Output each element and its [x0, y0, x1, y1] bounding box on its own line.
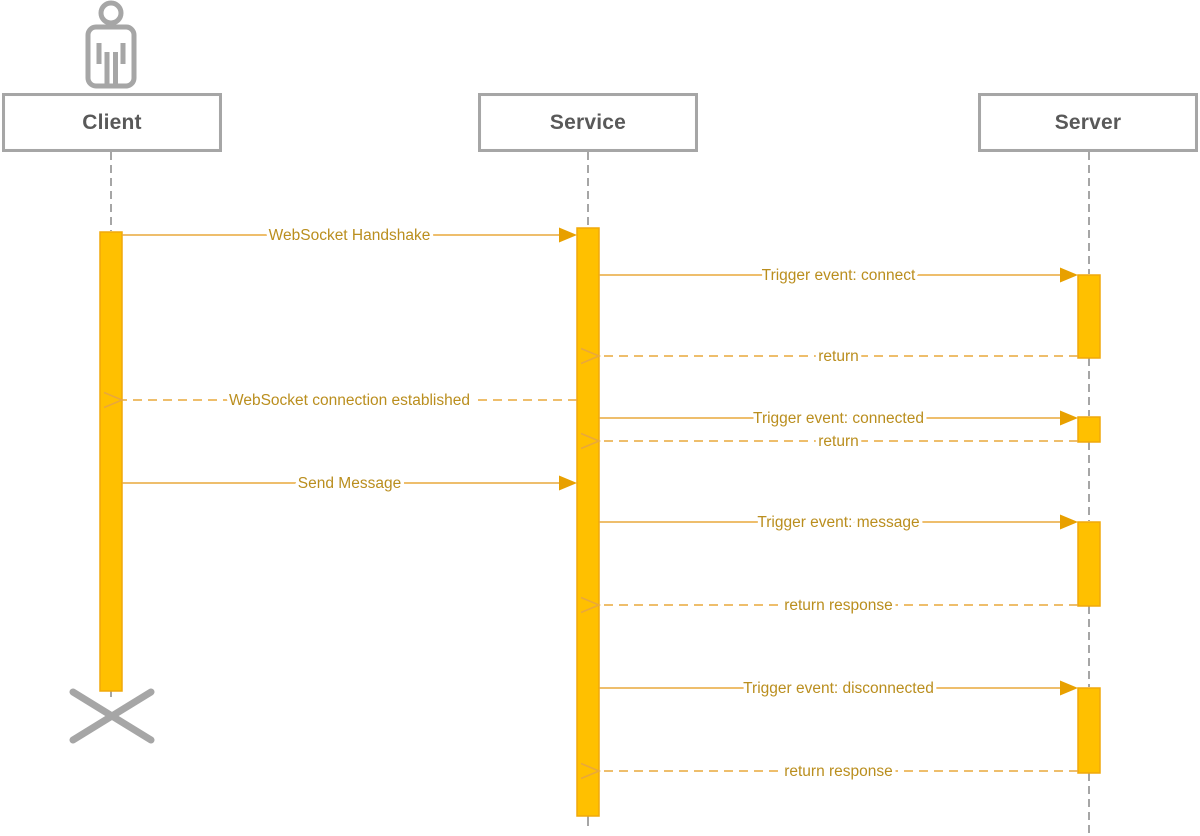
message-service-to-server: Trigger event: disconnected	[599, 677, 1078, 701]
message-service-to-server: Trigger event: message	[599, 511, 1078, 535]
activations-layer	[99, 227, 1101, 817]
participant-label: Client	[82, 110, 142, 134]
activation-bar-server	[1077, 416, 1101, 443]
actor-icon	[85, 0, 137, 89]
activation-bar-server	[1077, 274, 1101, 359]
open-arrowhead-icon	[580, 432, 602, 450]
message-label: Trigger event: disconnected	[743, 680, 934, 697]
filled-arrowhead-icon	[1060, 514, 1078, 530]
message-client-to-service: Send Message	[122, 472, 577, 496]
message-client-to-service: WebSocket Handshake	[122, 224, 577, 248]
message-service-to-server: Trigger event: connect	[599, 264, 1078, 288]
activation-bar-server	[1077, 521, 1101, 607]
message-label: return response	[784, 763, 893, 780]
message-server-to-service: return response	[580, 594, 1078, 618]
message-label: WebSocket connection established	[229, 392, 470, 409]
participant-box-client: Client	[2, 93, 222, 152]
lifelines-layer	[110, 152, 1090, 836]
participant-label: Server	[1054, 110, 1122, 134]
participant-box-service: Service	[478, 93, 698, 152]
message-server-to-service: return response	[580, 760, 1078, 784]
activation-bar-server	[1077, 687, 1101, 774]
filled-arrowhead-icon	[559, 475, 577, 491]
actor-head	[98, 0, 124, 26]
message-server-to-service: return	[580, 430, 1078, 454]
filled-arrowhead-icon	[1060, 410, 1078, 426]
open-arrowhead-icon	[580, 762, 602, 780]
filled-arrowhead-icon	[1060, 267, 1078, 283]
actor-body	[85, 24, 137, 89]
message-service-to-server: Trigger event: connected	[599, 407, 1078, 431]
destruction-stroke	[69, 688, 155, 744]
message-server-to-service: return	[580, 345, 1078, 369]
open-arrowhead-icon	[580, 596, 602, 614]
message-label: Send Message	[298, 475, 401, 492]
message-label: Trigger event: connect	[762, 267, 916, 284]
message-label: return	[818, 433, 859, 450]
message-label: return	[818, 348, 859, 365]
open-arrowhead-icon	[103, 391, 125, 409]
activation-bar-client	[99, 231, 123, 692]
message-label: Trigger event: message	[757, 514, 919, 531]
filled-arrowhead-icon	[1060, 680, 1078, 696]
participant-box-server: Server	[978, 93, 1198, 152]
message-label: return response	[784, 597, 893, 614]
message-label: WebSocket Handshake	[269, 227, 431, 244]
activation-bar-service	[576, 227, 600, 817]
filled-arrowhead-icon	[559, 227, 577, 243]
message-service-to-client: WebSocket connection established	[103, 389, 577, 413]
destruction-x-icon	[69, 688, 155, 744]
participant-label: Service	[549, 110, 627, 134]
message-label: Trigger event: connected	[753, 410, 924, 427]
open-arrowhead-icon	[580, 347, 602, 365]
